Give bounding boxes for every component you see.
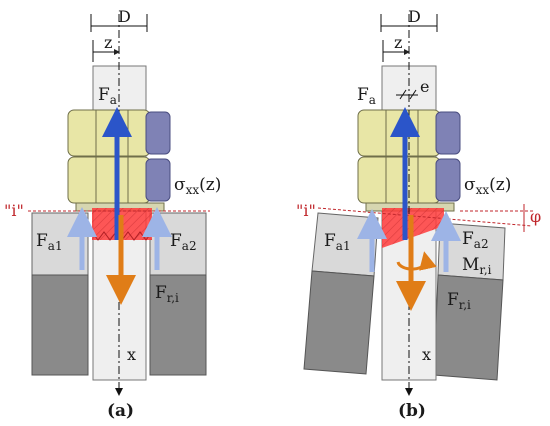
label-phi: φ	[530, 207, 541, 226]
label-fa: Fa	[98, 85, 117, 107]
label-sigma-b: σxx(z)	[464, 175, 511, 197]
panel-b: D z e Fa σxx(z) "i" φ Fa1 Fa2 Mr,i Fr,i …	[296, 7, 541, 421]
label-plane-i: "i"	[4, 201, 24, 220]
label-D-b: D	[408, 7, 421, 26]
label-fr: Fr,i	[155, 283, 179, 305]
label-x: x	[127, 345, 136, 364]
label-x-b: x	[422, 345, 431, 364]
label-sigma: σxx(z)	[174, 175, 221, 197]
lower-right-block	[149, 274, 207, 376]
label-D: D	[118, 7, 131, 26]
label-fr-b: Fr,i	[447, 290, 471, 312]
panel-a: D z Fa σxx(z) "i" Fa1 Fa2 Fr,i x (a)	[4, 7, 221, 421]
caption-a: (a)	[107, 401, 134, 421]
plane-i-line-b	[317, 207, 533, 227]
lower-left-block-b	[303, 270, 375, 375]
label-fa2-b: Fa2	[462, 229, 489, 251]
lower-right-block-b	[433, 274, 504, 381]
label-fa1-b: Fa1	[324, 231, 351, 253]
label-fa1: Fa1	[36, 231, 63, 253]
label-plane-i-b: "i"	[296, 201, 316, 220]
label-m: Mr,i	[462, 255, 492, 277]
lower-left-block	[31, 274, 89, 376]
moment-arrow	[396, 251, 437, 271]
label-z: z	[104, 33, 112, 52]
label-e: e	[420, 77, 429, 96]
label-z-b: z	[394, 33, 402, 52]
label-fa-b: Fa	[357, 85, 376, 107]
label-fa2: Fa2	[170, 231, 197, 253]
caption-b: (b)	[398, 401, 426, 421]
